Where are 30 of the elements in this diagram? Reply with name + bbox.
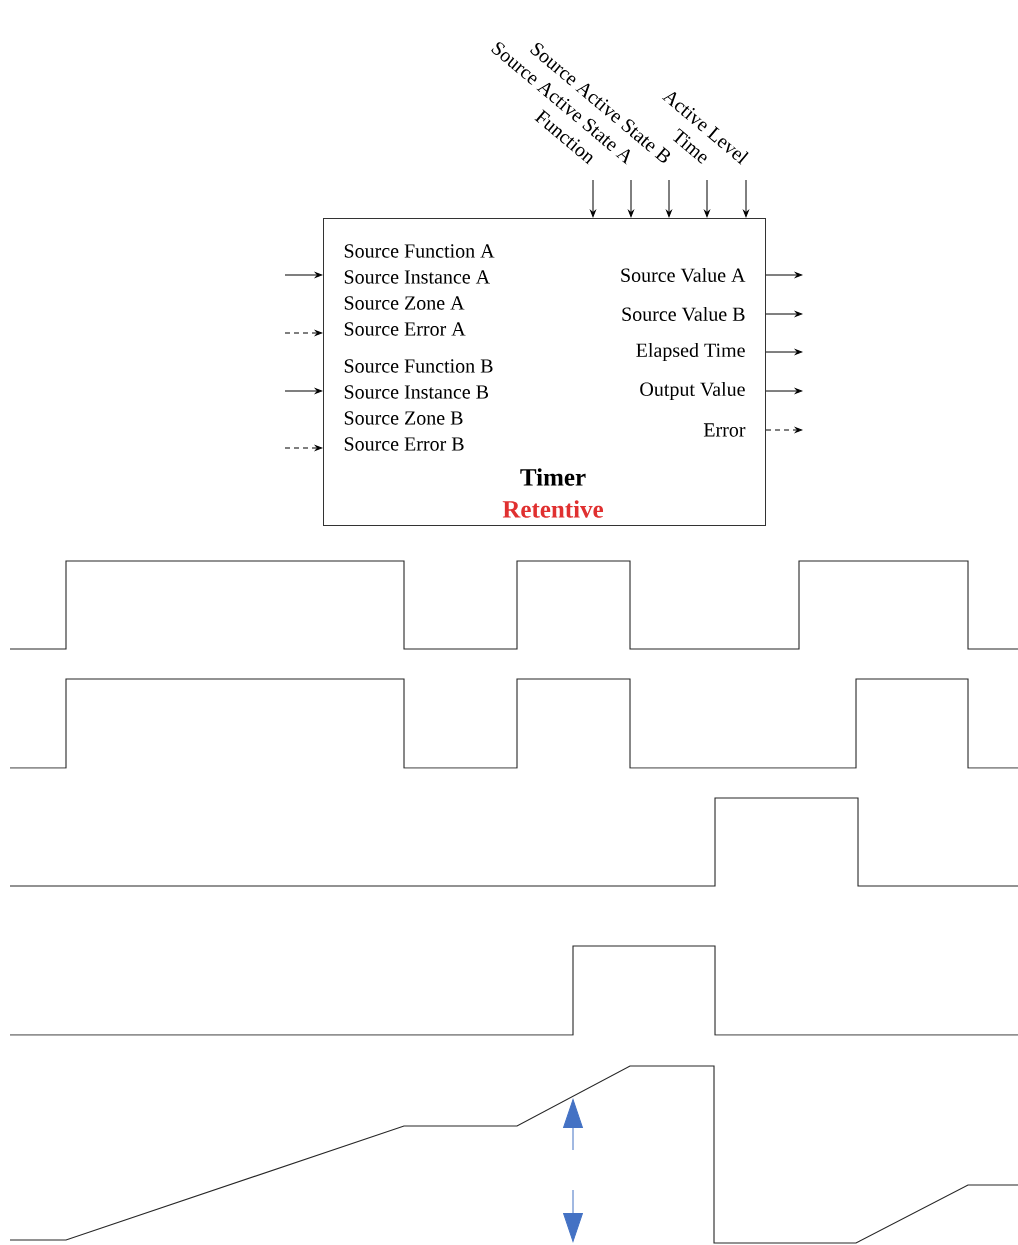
function-block [323,218,766,526]
arrow [765,388,803,394]
port-label: Source Zone A [344,296,465,310]
port-label: Output Value [640,381,745,401]
port-label: Source Error B [344,437,464,451]
port-label: Source Instance A [344,270,490,284]
port-label: Source Instance B [344,385,489,399]
port-label: Source Zone B [344,411,463,425]
arrow [284,445,323,451]
arrow [743,179,749,218]
arrow [704,179,710,218]
arrow [628,179,634,218]
port-label: Source Function A [344,244,495,258]
arrow [666,179,672,218]
arrow [765,311,803,317]
port-label: Source Error A [344,322,466,336]
port-label: Source Value B [622,306,745,322]
block-subtitle: Retentive [502,500,604,518]
arrow [284,272,323,278]
arrow [765,427,803,433]
port-label: Elapsed Time [636,342,745,362]
arrow [590,179,596,218]
arrow [765,349,803,355]
arrow [284,388,323,394]
port-label: Source Value A [621,267,746,283]
arrow [765,272,803,278]
port-label: Source Function B [344,359,493,373]
block-title: Timer [520,468,586,486]
arrow [284,330,323,336]
port-label: Error [703,423,746,437]
